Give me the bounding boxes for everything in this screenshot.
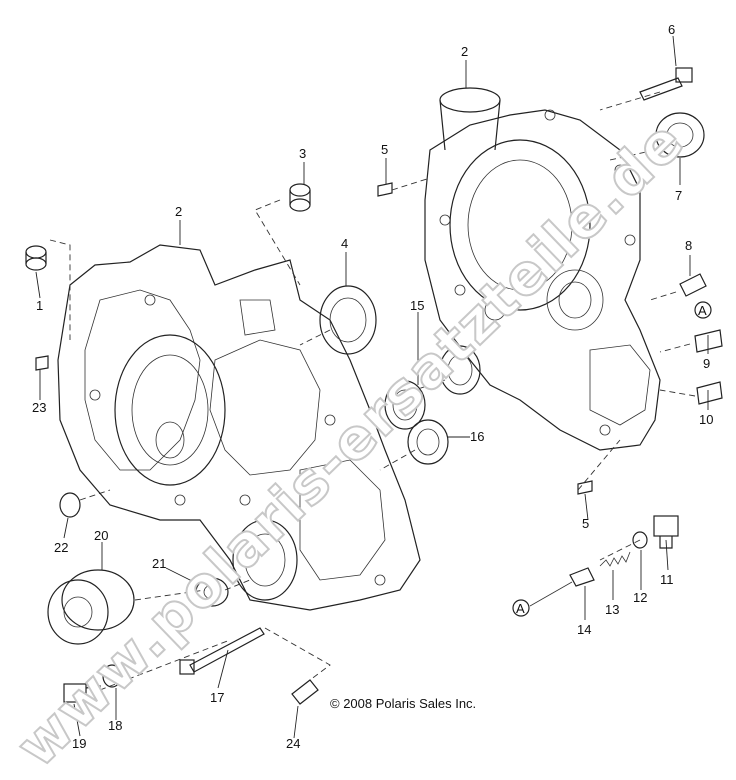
dowel-24 xyxy=(291,679,319,705)
callout-17: 17 xyxy=(210,690,224,705)
callout-5-bottom: 5 xyxy=(582,516,589,531)
callout-7: 7 xyxy=(675,188,682,203)
oring-22 xyxy=(59,492,81,518)
bolt-6 xyxy=(639,67,693,101)
pulley-20 xyxy=(47,569,135,645)
plunger-14 xyxy=(529,567,595,607)
callout-11: 11 xyxy=(660,572,674,587)
bearing-15-b xyxy=(439,345,481,395)
seal-21 xyxy=(195,577,229,607)
callout-15: 15 xyxy=(410,298,424,313)
callout-6: 6 xyxy=(668,22,675,37)
callout-22: 22 xyxy=(54,540,68,555)
callout-8: 8 xyxy=(685,238,692,253)
plug-19 xyxy=(63,683,101,703)
copyright-text: © 2008 Polaris Sales Inc. xyxy=(330,696,476,711)
assembly-lines xyxy=(49,91,696,691)
sleeve-8 xyxy=(679,273,707,297)
callout-5-top: 5 xyxy=(381,142,388,157)
marker-a-upper: A xyxy=(694,301,712,319)
washer-12 xyxy=(632,531,648,549)
callout-14: 14 xyxy=(577,622,591,637)
bearing-15-a xyxy=(384,380,426,430)
callout-2-left: 2 xyxy=(175,204,182,219)
fitting-9 xyxy=(694,329,723,353)
callout-10: 10 xyxy=(699,412,713,427)
pin-23 xyxy=(35,355,49,371)
marker-a-lower-label: A xyxy=(516,601,525,616)
watermark-text: www.polaris-ersatzteile.de xyxy=(5,108,698,780)
callout-2-top: 2 xyxy=(461,44,468,59)
bearing-16 xyxy=(407,419,449,465)
pin-5-top xyxy=(377,182,393,197)
pin-5-bottom xyxy=(577,480,593,495)
bearing-4 xyxy=(319,285,377,355)
seal-7 xyxy=(655,112,705,158)
washer-18 xyxy=(102,664,122,688)
callout-21: 21 xyxy=(152,556,166,571)
callout-19: 19 xyxy=(72,736,86,751)
spring-13 xyxy=(599,551,631,567)
callout-4: 4 xyxy=(341,236,348,251)
callout-labels: 2 2 3 5 4 6 7 8 9 10 11 12 13 14 15 16 5… xyxy=(32,22,713,751)
callout-12: 12 xyxy=(633,590,647,605)
callout-3: 3 xyxy=(299,146,306,161)
marker-a-upper-label: A xyxy=(698,303,707,318)
fitting-10 xyxy=(696,381,723,405)
callout-9: 9 xyxy=(703,356,710,371)
left-crankcase-half xyxy=(57,244,421,611)
bolt-11 xyxy=(653,515,679,549)
bolt-17 xyxy=(179,627,265,675)
callout-1: 1 xyxy=(36,298,43,313)
marker-a-lower: A xyxy=(512,599,530,617)
dowel-1 xyxy=(25,245,47,271)
callout-24: 24 xyxy=(286,736,300,751)
right-crankcase-half xyxy=(424,87,661,451)
callout-16: 16 xyxy=(470,429,484,444)
callout-20: 20 xyxy=(94,528,108,543)
callout-23: 23 xyxy=(32,400,46,415)
callout-13: 13 xyxy=(605,602,619,617)
leader-lines xyxy=(35,35,709,739)
callout-18: 18 xyxy=(108,718,122,733)
dowel-3 xyxy=(289,183,311,212)
